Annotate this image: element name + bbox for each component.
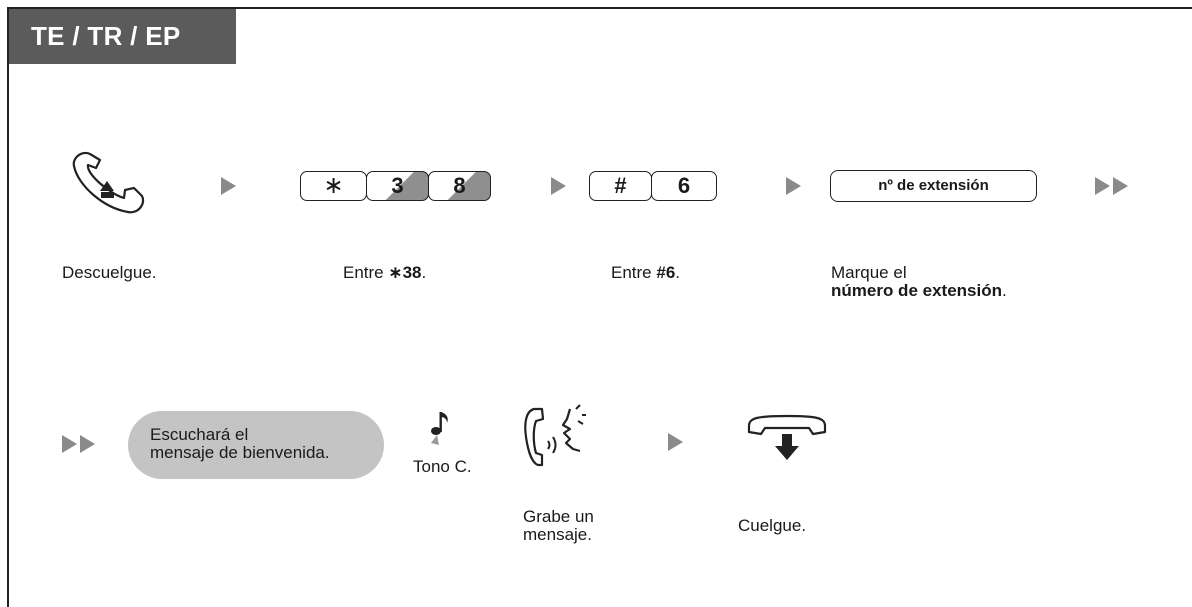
welcome-message-bubble: Escuchará el mensaje de bienvenida. [128,411,384,479]
onhook-caption: Cuelgue. [738,516,807,535]
extension-number-box: nº de extensión [830,170,1037,202]
speaking-into-handset-icon [524,404,586,467]
record-caption: Grabe un mensaje. [523,507,594,544]
code1-caption: Entre ∗38. [343,263,427,282]
continue-double-arrow-icon [1095,177,1110,195]
handset-off-hook-icon [72,151,145,214]
handset-on-hook-icon [747,414,827,460]
extension-caption: Marque el número de extensión. [831,263,1007,300]
code2-caption: Entre #6. [611,263,681,282]
continue-double-arrow-icon [1113,177,1128,195]
next-arrow-icon [221,177,236,195]
key-6: 6 [651,171,717,201]
key-3: 3 [366,171,429,201]
continue-double-arrow-icon [80,435,95,453]
next-arrow-icon [668,433,683,451]
document-frame [7,7,1192,607]
offhook-caption: Descuelgue. [62,263,157,282]
page-title: TE / TR / EP [9,9,236,64]
key-hash: # [589,171,652,201]
key-star: ∗ [300,171,367,201]
next-arrow-icon [786,177,801,195]
tone-caption: Tono C. [413,457,472,476]
musical-note-icon [431,412,448,445]
continue-double-arrow-icon [62,435,77,453]
key-8: 8 [428,171,491,201]
next-arrow-icon [551,177,566,195]
